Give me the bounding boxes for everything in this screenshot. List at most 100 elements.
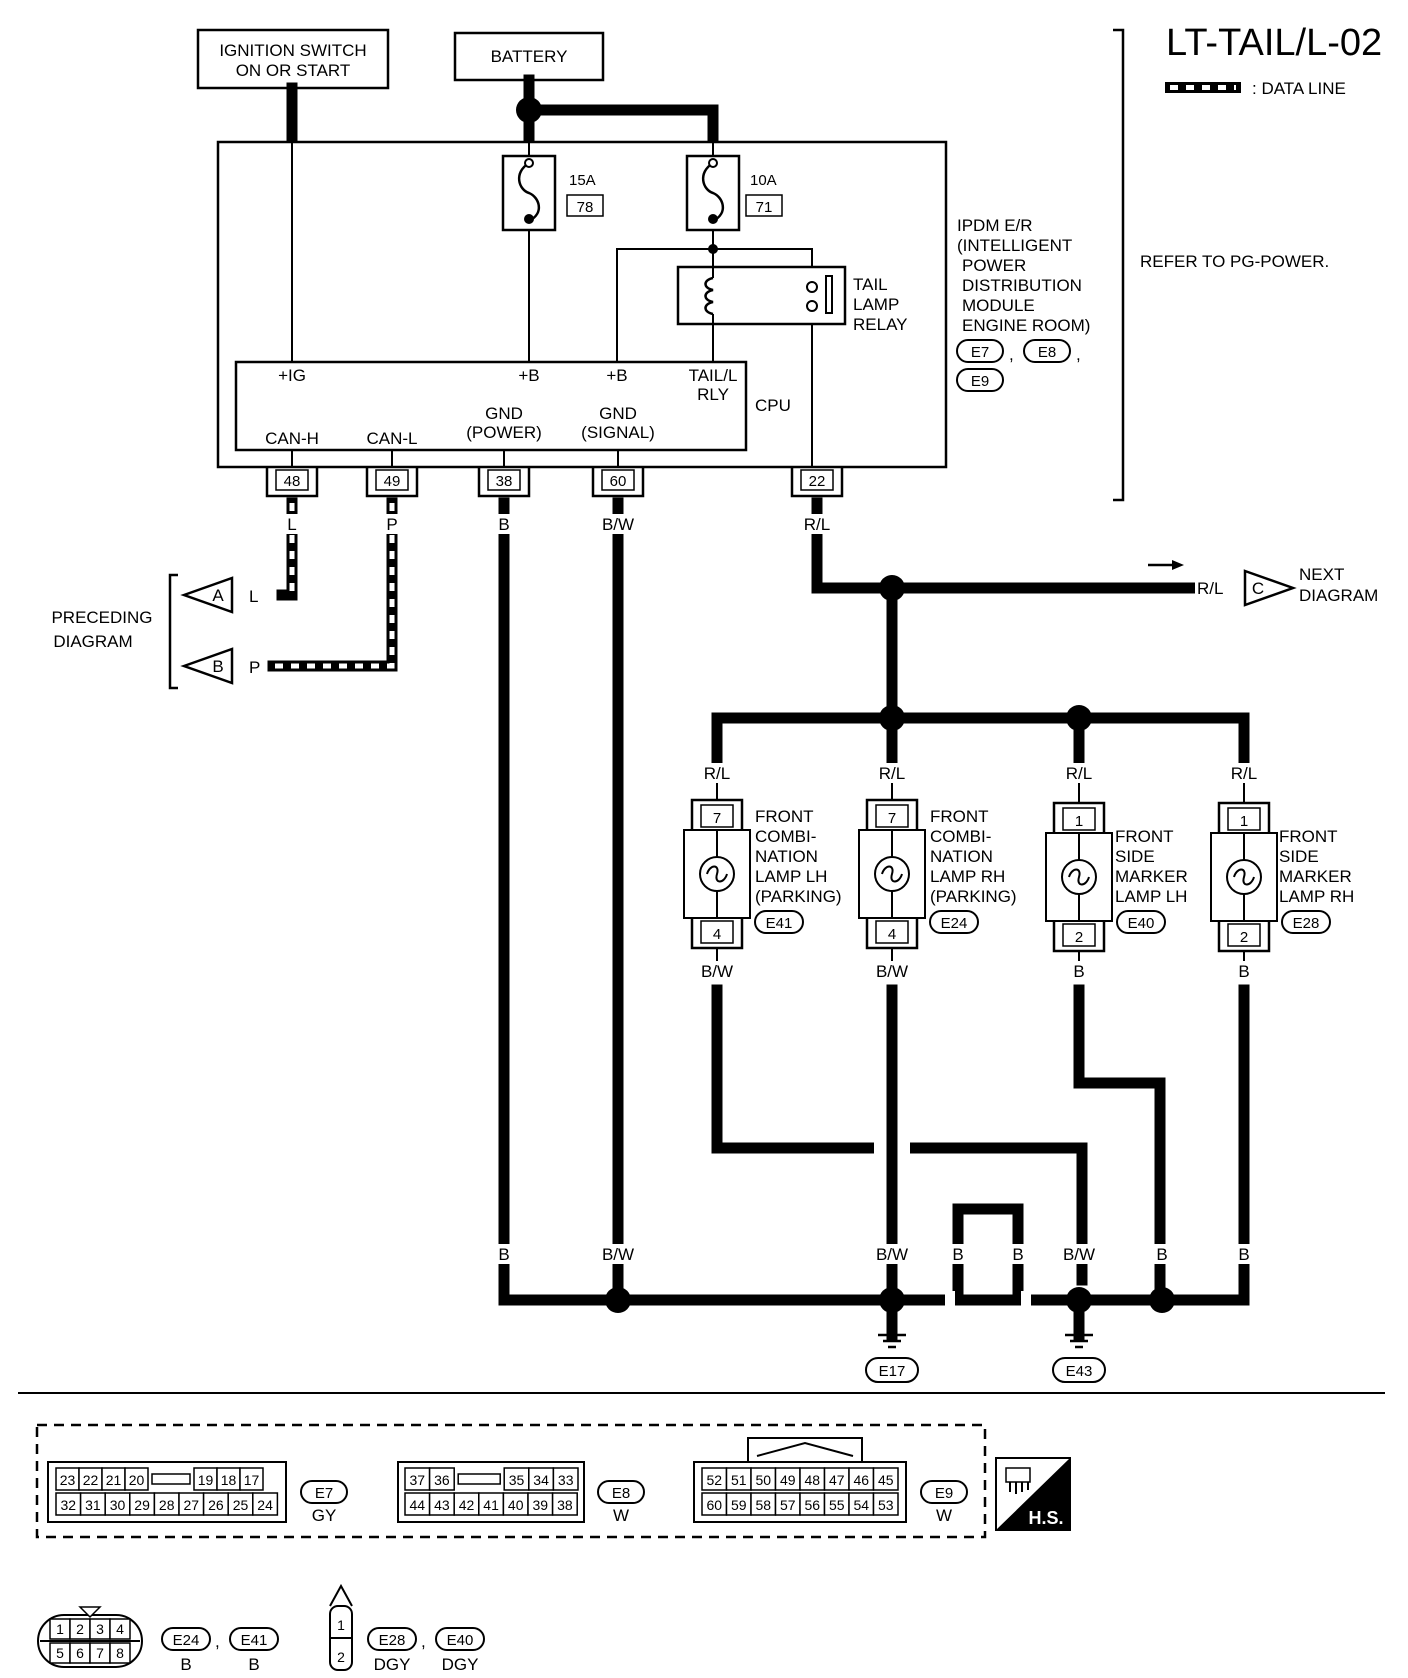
svg-text:E8: E8 — [1038, 344, 1056, 361]
e7-top-key-slot — [151, 1473, 191, 1485]
e9-bottom-pin-label: 60 — [706, 1497, 722, 1513]
battery-label: BATTERY — [491, 47, 568, 66]
svg-text:E9: E9 — [971, 373, 989, 390]
svg-text:P: P — [386, 515, 397, 534]
svg-text:E41: E41 — [241, 1632, 268, 1649]
ipdm-label-3: POWER — [962, 256, 1026, 275]
e9-top-cell: 50 — [750, 1467, 777, 1491]
connector-e28-tag: E28 DGY — [367, 1627, 417, 1674]
ipdm-bracket — [1113, 28, 1125, 502]
cpu-can-l: CAN-L — [366, 429, 417, 448]
cpu-lower-leads — [291, 450, 619, 467]
e9-bottom-cell: 55 — [823, 1492, 850, 1516]
ipdm-connector-e8: E8 — [1023, 339, 1071, 363]
svg-text:B/W: B/W — [876, 962, 908, 981]
next-label-1: NEXT — [1299, 565, 1344, 584]
e24-bottom-cell: 6 — [69, 1642, 91, 1664]
e8-bottom-pin-label: 44 — [410, 1497, 426, 1513]
data-line-legend-label: : DATA LINE — [1252, 79, 1346, 98]
cpu-label: CPU — [755, 396, 791, 415]
e9-bottom-cell: 57 — [774, 1492, 801, 1516]
ipdm-label-6: ENGINE ROOM) — [962, 316, 1090, 335]
e24-top-cell: 4 — [109, 1618, 131, 1640]
e8-bottom-pin-label: 41 — [483, 1497, 499, 1513]
relay-label-3: RELAY — [853, 315, 908, 334]
marker-lh-pin-top: 1 — [1075, 813, 1083, 830]
ipdm-label-1: IPDM E/R — [957, 216, 1033, 235]
cpu-tail-rly-1: TAIL/L — [689, 366, 738, 385]
e7-bottom-pin-label: 27 — [184, 1497, 200, 1513]
e9-bottom-cell: 53 — [872, 1492, 899, 1516]
e9-bottom-pin-label: 58 — [755, 1497, 771, 1513]
cpu-gnd-power-1: GND — [485, 404, 523, 423]
ipdm-connector-e7: E7 — [956, 339, 1004, 363]
ipdm-sep-2: , — [1076, 345, 1081, 364]
svg-text:B: B — [1073, 962, 1084, 981]
svg-text:E28: E28 — [1293, 915, 1320, 932]
diagram-title: LT-TAIL/L-02 — [1166, 22, 1382, 64]
e9-bottom-cell: 60 — [701, 1492, 728, 1516]
e7-bottom-cell: 28 — [153, 1492, 180, 1516]
front-combination-lamp-rh: 7 4 — [858, 783, 926, 962]
e7-top-pin-label: 18 — [221, 1472, 237, 1488]
e24-bottom-pin-label: 7 — [96, 1645, 104, 1661]
e8-bottom-cell: 39 — [527, 1492, 554, 1516]
lamp-rh-name: FRONT COMBI- NATION LAMP RH (PARKING) — [930, 807, 1017, 906]
e9-top-cell: 51 — [725, 1467, 752, 1491]
e9-top-cell: 47 — [823, 1467, 850, 1491]
e9-bottom-pin-label: 54 — [853, 1497, 869, 1513]
lamp-lh-pin-bottom: 4 — [713, 926, 721, 943]
e8-bottom-cell: 43 — [428, 1492, 455, 1516]
ipdm-pin-48: 48 — [265, 467, 319, 498]
svg-text:A: A — [212, 586, 224, 605]
preceding-arrow-a: A — [180, 576, 234, 614]
e7-bottom-pin-label: 26 — [208, 1497, 224, 1513]
svg-text:E8: E8 — [612, 1485, 630, 1502]
svg-text:SIDE: SIDE — [1279, 847, 1319, 866]
svg-text:E40: E40 — [447, 1632, 474, 1649]
svg-text:B: B — [1156, 1245, 1167, 1264]
svg-text:B/W: B/W — [1063, 1245, 1095, 1264]
ipdm-sep-1: , — [1009, 345, 1014, 364]
harness-side-label: H.S. — [1028, 1508, 1063, 1528]
connector-e24: E24 — [929, 910, 979, 934]
e7-bottom-pin-label: 25 — [233, 1497, 249, 1513]
e9-top-pin-label: 46 — [853, 1472, 869, 1488]
connector-e7-tag: E7 GY — [300, 1480, 348, 1525]
svg-text:LAMP RH: LAMP RH — [1279, 887, 1354, 906]
e8-top-cell: 36 — [428, 1467, 455, 1491]
preceding-b-color: P — [249, 658, 260, 677]
e9-top-pin-label: 51 — [731, 1472, 747, 1488]
svg-text:E40: E40 — [1128, 915, 1155, 932]
e24-top-cell: 1 — [49, 1618, 71, 1640]
e24-bottom-pin-label: 5 — [56, 1645, 64, 1661]
connector-e41-color: B — [248, 1655, 259, 1674]
e7-top-cell: 19 — [193, 1467, 218, 1491]
connector-e24-color: B — [180, 1655, 191, 1674]
svg-text:LAMP LH: LAMP LH — [755, 867, 827, 886]
svg-text:NATION: NATION — [930, 847, 993, 866]
e9-top-cell: 48 — [799, 1467, 826, 1491]
preceding-bracket — [168, 573, 178, 690]
e9-top-cell: 45 — [872, 1467, 899, 1491]
e7-top-cell: 20 — [124, 1467, 149, 1491]
svg-text:L: L — [287, 515, 296, 534]
e7-bottom-cell: 31 — [79, 1492, 106, 1516]
lamp-rh-pin-top: 7 — [888, 810, 896, 827]
connector-e24-tag: E24 B — [161, 1627, 211, 1674]
cpu-terminal-labels: +IG +B +B TAIL/L RLY CPU GND (POWER) GND… — [265, 366, 791, 448]
svg-text:LAMP LH: LAMP LH — [1115, 887, 1187, 906]
connector-e9-tag: E9 W — [920, 1480, 968, 1525]
preceding-a-color: L — [249, 587, 258, 606]
e7-top-pin-label: 23 — [60, 1472, 76, 1488]
cpu-ig: +IG — [278, 366, 306, 385]
fuse-15a-number: 78 — [577, 199, 594, 216]
e9-top-cell: 46 — [848, 1467, 875, 1491]
e8-top-pin-label: 33 — [558, 1472, 574, 1488]
wire-color-labels-ipdm: L P B B/W R/L — [280, 514, 837, 534]
e8-top-pin-label: 36 — [434, 1472, 450, 1488]
e7-top-pin-label: 21 — [106, 1472, 122, 1488]
svg-text:C: C — [1252, 579, 1264, 598]
e8-top-key-slot — [457, 1473, 501, 1485]
svg-text:B/W: B/W — [602, 1245, 634, 1264]
